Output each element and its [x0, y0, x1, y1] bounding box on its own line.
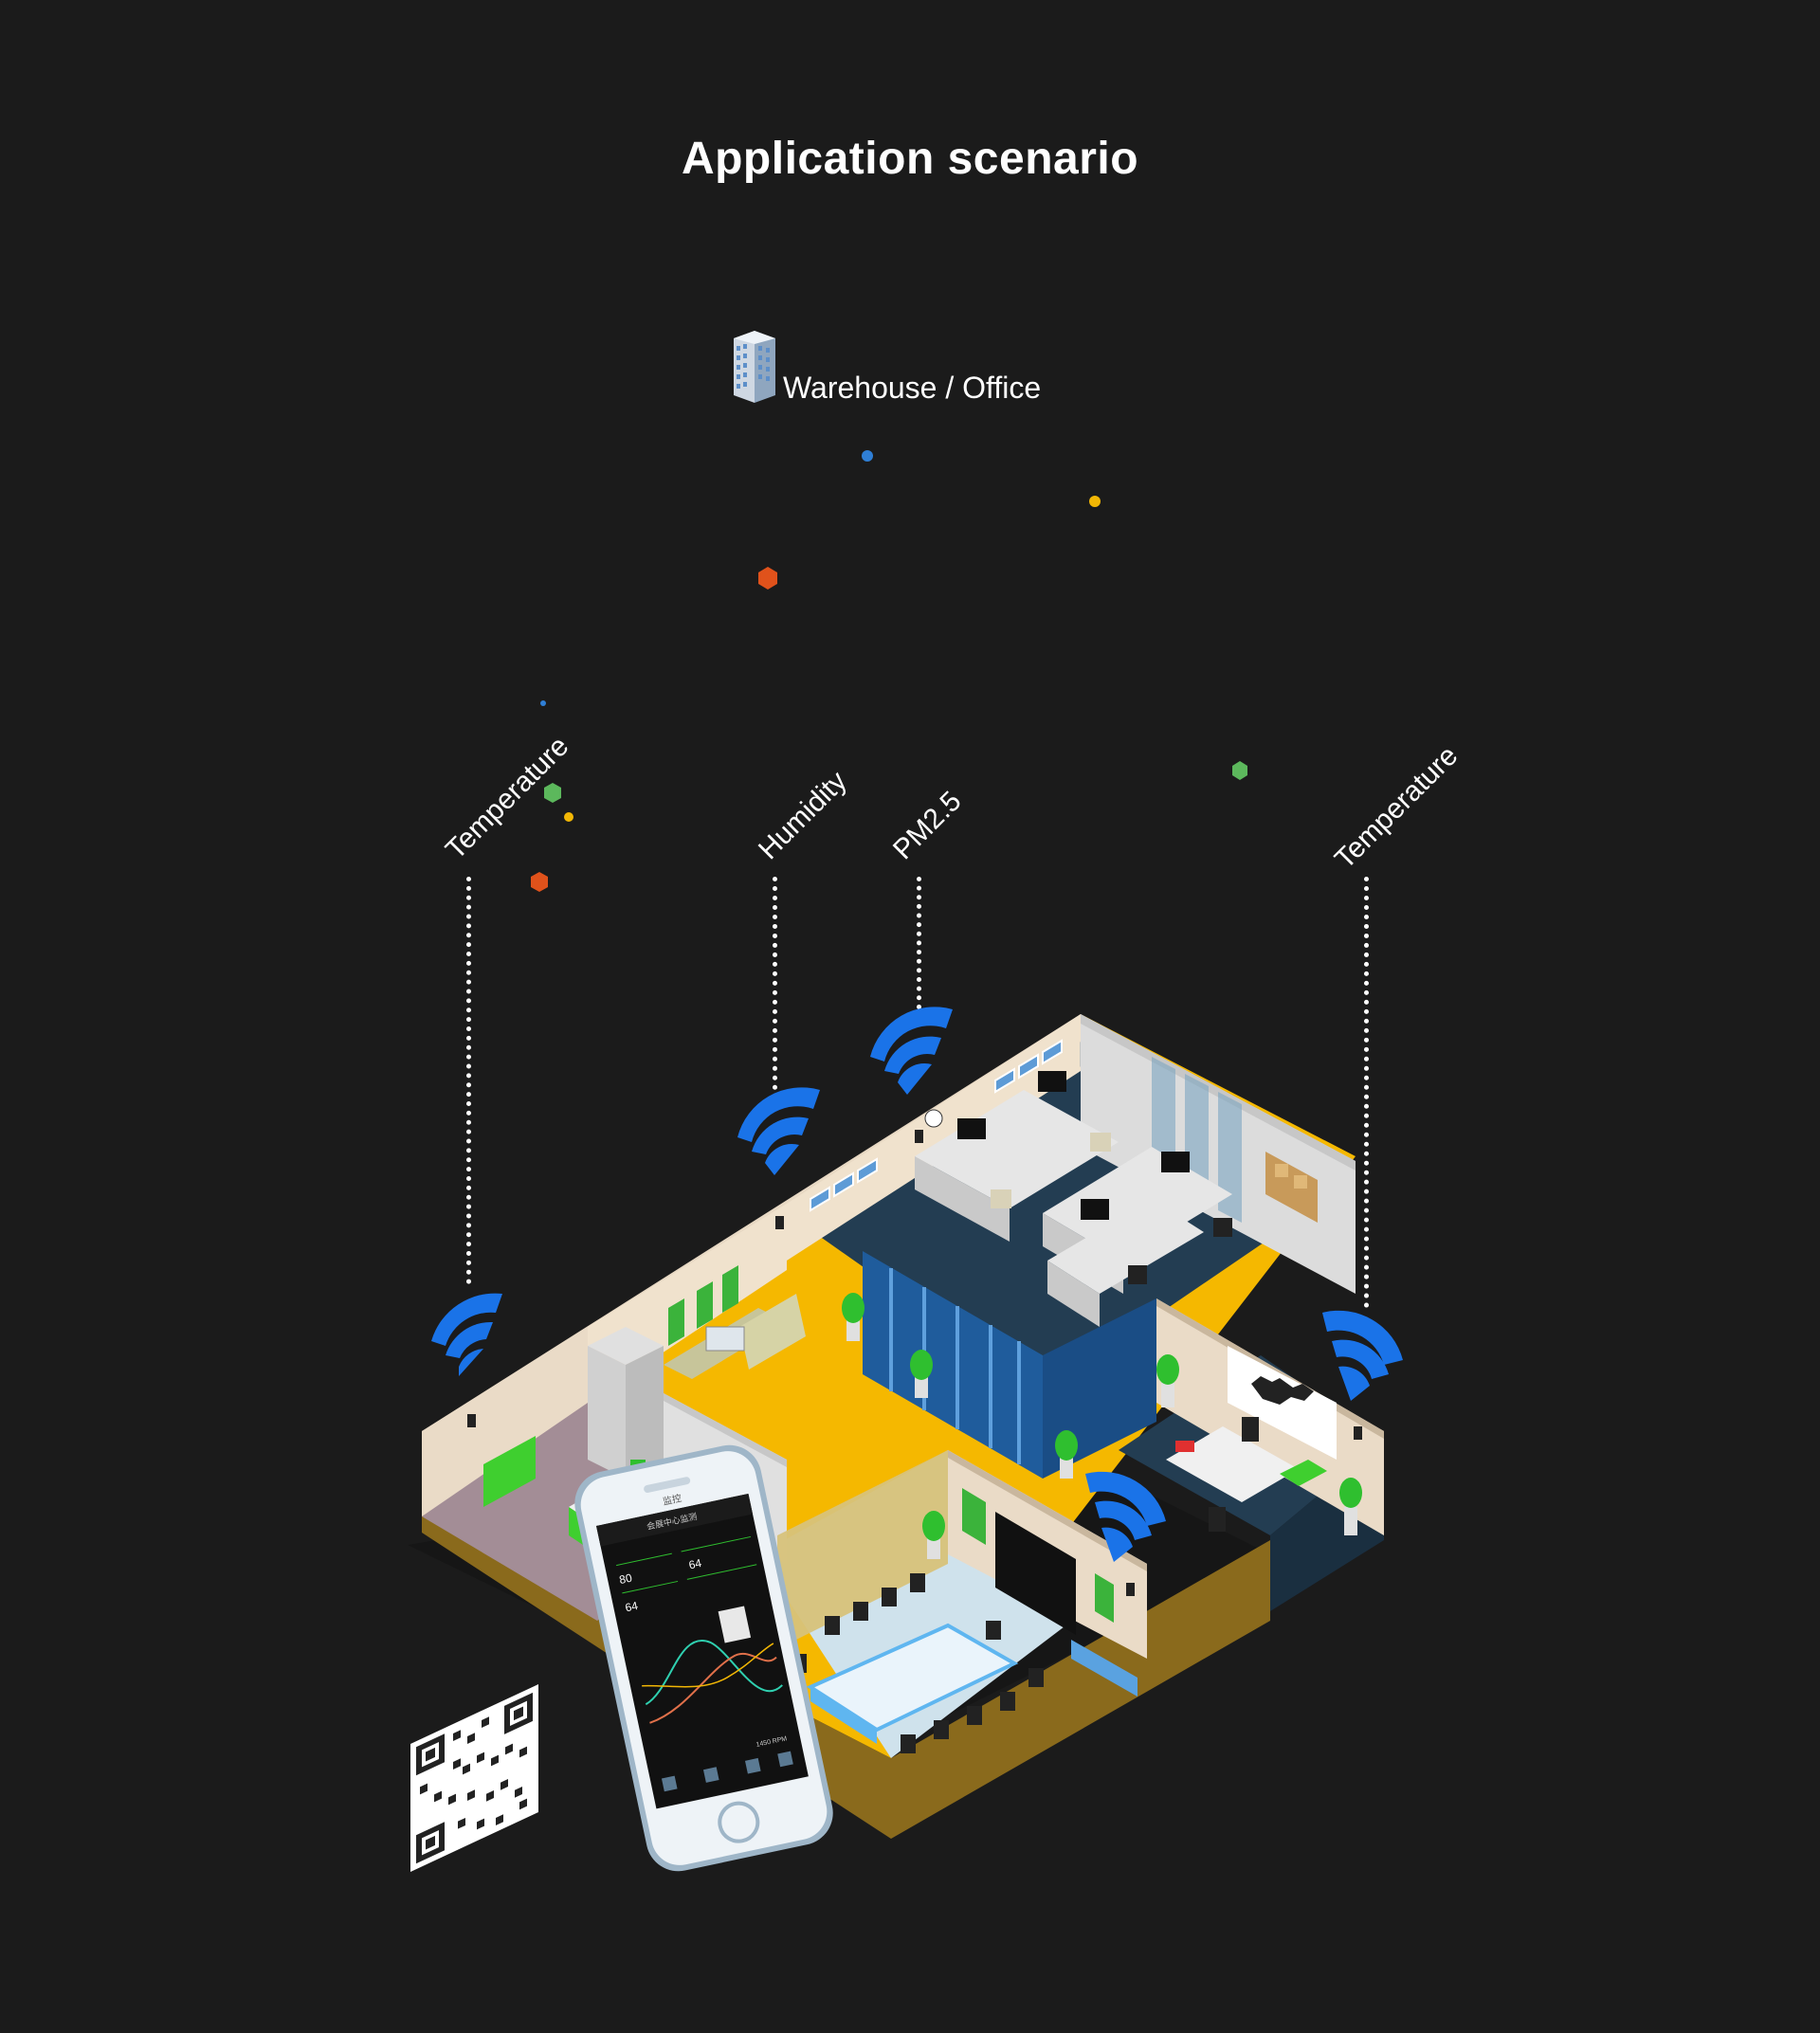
- wifi-icon-conference: [1085, 1471, 1166, 1562]
- phone-value-2: 64: [687, 1556, 702, 1572]
- particles: [531, 450, 1247, 892]
- location-text: Warehouse / Office: [783, 371, 1042, 405]
- wifi-icon-temperature-right: [1322, 1310, 1403, 1401]
- wifi-icon-humidity: [737, 1087, 820, 1175]
- page-title: Application scenario: [681, 134, 1139, 184]
- phone-value-3: 64: [624, 1599, 639, 1615]
- wifi-icon-pm25: [870, 1007, 953, 1095]
- location-label: Warehouse / Office: [732, 327, 1041, 408]
- leader-line-humidity: [773, 877, 777, 1090]
- smartphone: [574, 1444, 833, 1872]
- wifi-icon-temperature-left: [431, 1293, 502, 1376]
- qr-code: [410, 1684, 538, 1872]
- leader-line-temperature-right: [1364, 877, 1369, 1308]
- phone-value-1: 80: [618, 1571, 633, 1588]
- phone-app-title: 监控: [662, 1492, 682, 1508]
- building-icon: [734, 331, 775, 403]
- leader-line-temperature-left: [466, 877, 471, 1284]
- leader-line-pm25: [917, 877, 921, 1009]
- office-desks: [915, 1071, 1232, 1327]
